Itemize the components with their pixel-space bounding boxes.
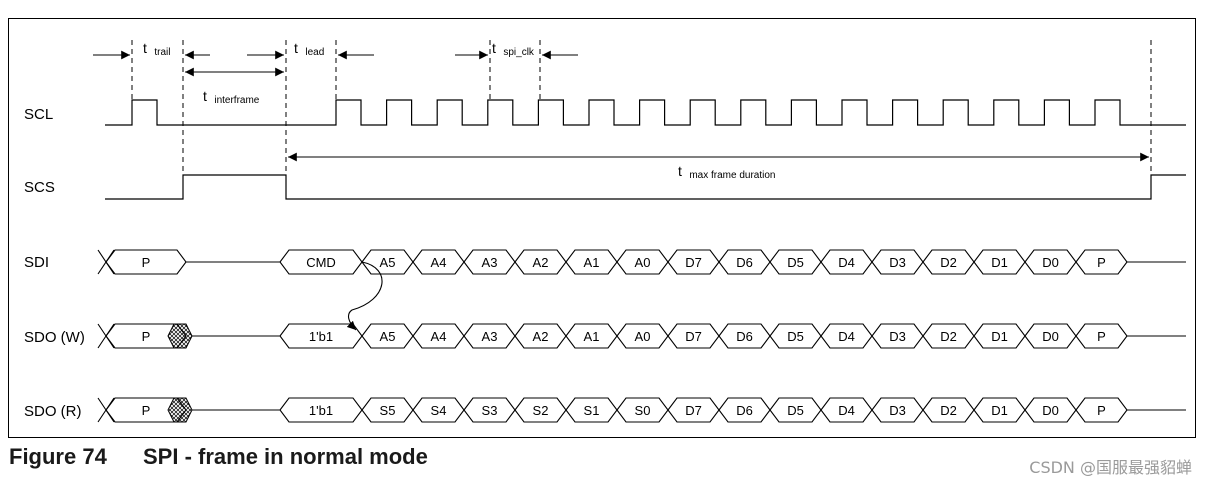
sdo-r-cell: D1 [991, 403, 1008, 418]
signal-label-scs: SCS [24, 179, 55, 196]
sdo-r-cell: D6 [736, 403, 753, 418]
sdo-w-cell: D1 [991, 329, 1008, 344]
sdo-r-cell: D3 [889, 403, 906, 418]
sdo-w-cell: A3 [482, 329, 498, 344]
sdo-w-cell: A0 [635, 329, 651, 344]
sdo-w-cell: D3 [889, 329, 906, 344]
sdo-r-pre-cell: P [142, 403, 151, 418]
signal-label-scl: SCL [24, 106, 53, 123]
sdi-cell: D2 [940, 255, 957, 270]
undefined-state-hatch [167, 397, 193, 423]
sdi-cell: A3 [482, 255, 498, 270]
sdo-r-cell: S1 [584, 403, 600, 418]
sdi-cell: A1 [584, 255, 600, 270]
sdo-r-cell: D0 [1042, 403, 1059, 418]
sdo-w-cell: 1'b1 [309, 329, 333, 344]
signal-label-sdo-w: SDO (W) [24, 329, 85, 346]
sdo-r-cell: S4 [431, 403, 447, 418]
sdo-w-cell: D7 [685, 329, 702, 344]
figure-number: Figure 74 [9, 444, 107, 469]
sdo-r-cell: D2 [940, 403, 957, 418]
sdo-w-cell: D5 [787, 329, 804, 344]
sdi-cell: D4 [838, 255, 855, 270]
sdo-w-cell: D0 [1042, 329, 1059, 344]
sdi-cell: D7 [685, 255, 702, 270]
sdo-w-cell: A1 [584, 329, 600, 344]
sdo-r-cell: S5 [380, 403, 396, 418]
t-interframe-label: t interframe [203, 88, 260, 106]
sdi-pre-cell: P [142, 255, 151, 270]
sdo-r-cell: S2 [533, 403, 549, 418]
sdi-cell: A5 [380, 255, 396, 270]
sdi-cell: D5 [787, 255, 804, 270]
sdo-r-cell: D7 [685, 403, 702, 418]
scs-waveform [105, 174, 1186, 200]
sdi-cell: A2 [533, 255, 549, 270]
t-trail-label: t trail [143, 40, 170, 58]
sdi-cell: D0 [1042, 255, 1059, 270]
sdi-to-sdo-dependency-arrow [346, 261, 383, 331]
watermark: CSDN @国服最强貂蝉 [1029, 458, 1192, 477]
sdi-cell: A4 [431, 255, 447, 270]
sdi-cell: CMD [306, 255, 336, 270]
sdo-r-cell: S3 [482, 403, 498, 418]
undefined-state-hatch [167, 323, 193, 349]
sdi-cell: D6 [736, 255, 753, 270]
sdo-w-cell: A2 [533, 329, 549, 344]
t-lead-label: t lead [294, 40, 324, 58]
sdo-w-pre-cell: P [142, 329, 151, 344]
signal-label-sdo-r: SDO (R) [24, 403, 82, 420]
t-spi-clk-label: t spi_clk [492, 40, 535, 58]
scl-waveform [105, 99, 1186, 126]
sdo-r-cell: P [1097, 403, 1106, 418]
signal-label-sdi: SDI [24, 254, 49, 271]
sdo-w-cell: D4 [838, 329, 855, 344]
sdi-cell: D1 [991, 255, 1008, 270]
t-max-frame-label: t max frame duration [678, 163, 776, 181]
sdo-r-cell: S0 [635, 403, 651, 418]
sdi-cell: A0 [635, 255, 651, 270]
sdo-w-cell: D2 [940, 329, 957, 344]
figure-title: SPI - frame in normal mode [143, 444, 428, 469]
sdi-cell: D3 [889, 255, 906, 270]
sdo-w-cell: D6 [736, 329, 753, 344]
sdo-w-cell: A5 [380, 329, 396, 344]
sdo-r-cell: D4 [838, 403, 855, 418]
sdo-r-cell: D5 [787, 403, 804, 418]
sdo-w-cell: P [1097, 329, 1106, 344]
timing-diagram-frame [8, 18, 1196, 438]
sdi-cell: P [1097, 255, 1106, 270]
sdo-w-cell: A4 [431, 329, 447, 344]
sdo-r-cell: 1'b1 [309, 403, 333, 418]
